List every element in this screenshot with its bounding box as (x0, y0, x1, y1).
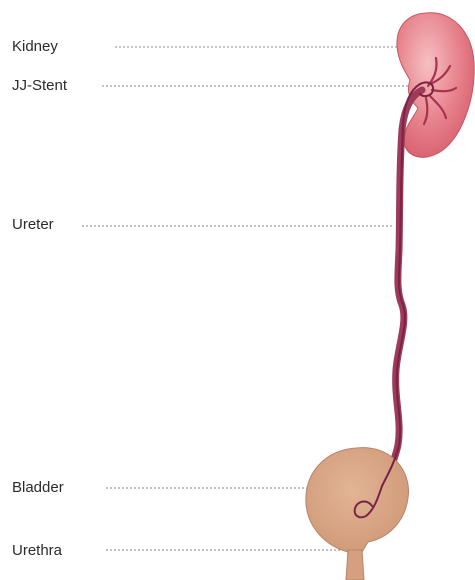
bladder (306, 448, 409, 580)
jj-stent-label: JJ-Stent (12, 77, 67, 95)
kidney-shape (397, 13, 474, 158)
ureter-label: Ureter (12, 216, 54, 234)
urethra (346, 550, 364, 580)
kidney (397, 13, 474, 158)
bladder-label: Bladder (12, 479, 64, 497)
urethra-label: Urethra (12, 542, 62, 560)
kidney-label: Kidney (12, 38, 58, 56)
